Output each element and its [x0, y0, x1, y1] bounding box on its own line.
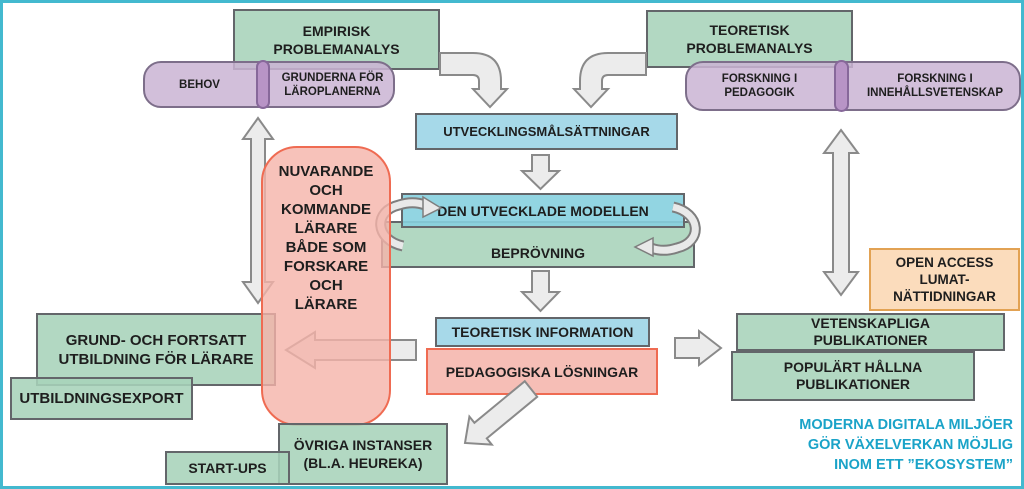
- utbildningsexport-box: UTBILDNINGSEXPORT: [10, 377, 193, 420]
- utvecklade-modellen-label: DEN UTVECKLADE MODELLEN: [437, 202, 649, 219]
- utbildningsexport-label: UTBILDNINGSEXPORT: [19, 390, 184, 407]
- open-access-label: OPEN ACCESS LUMAT- NÄTTIDNINGAR: [893, 255, 996, 304]
- forskning-pill: [685, 61, 1021, 111]
- empirisk-problemanalys-box: EMPIRISK PROBLEMANALYS: [233, 9, 440, 70]
- arrow-teoretisk-to-utvecklingsmal: [571, 52, 647, 109]
- teoretisk-problemanalys-label: TEORETISK PROBLEMANALYS: [686, 22, 813, 56]
- teoretisk-problemanalys-box: TEORETISK PROBLEMANALYS: [646, 10, 853, 68]
- startups-box: START-UPS: [165, 451, 290, 485]
- utvecklade-modellen-box: DEN UTVECKLADE MODELLEN: [401, 193, 685, 228]
- forskning-pedagogik-label: FORSKNING I PEDAGOGIK: [721, 73, 798, 99]
- grundutbildning-label: GRUND- OCH FORTSATT UTBILDNING FÖR LÄRAR…: [58, 331, 254, 368]
- ekosystem-note: MODERNA DIGITALA MILJÖER GÖR VÄXELVERKAN…: [799, 417, 1013, 473]
- pedagogiska-losningar-label: PEDAGOGISKA LÖSNINGAR: [445, 363, 639, 380]
- ovriga-instanser-box: ÖVRIGA INSTANSER (BL.A. HEUREKA): [278, 423, 448, 485]
- populart-hallna-publikationer-box: POPULÄRT HÅLLNA PUBLIKATIONER: [731, 351, 975, 401]
- ovriga-instanser-label: ÖVRIGA INSTANSER (BL.A. HEUREKA): [293, 437, 433, 471]
- arrow-empirisk-to-utvecklingsmal: [439, 52, 510, 109]
- arrow-beprovning-to-teoretisk-info: [519, 270, 562, 313]
- teoretisk-information-label: TEORETISK INFORMATION: [451, 324, 634, 340]
- forskning-divider-capsule: [834, 60, 849, 112]
- empirisk-problemanalys-label: EMPIRISK PROBLEMANALYS: [273, 22, 400, 57]
- behov-label: BEHOV: [179, 78, 220, 91]
- teoretisk-information-box: TEORETISK INFORMATION: [435, 317, 650, 347]
- vetenskapliga-publikationer-box: VETENSKAPLIGA PUBLIKATIONER: [736, 313, 1005, 351]
- utvecklingsmal-box: UTVECKLINGSMÅLSÄTTNINGAR: [415, 113, 678, 150]
- double-arrow-behov-grund: [241, 116, 275, 305]
- pedagogiska-losningar-box: PEDAGOGISKA LÖSNINGAR: [426, 348, 658, 395]
- behov-divider-capsule: [256, 60, 270, 109]
- beprovning-label: BEPRÖVNING: [490, 244, 586, 261]
- startups-label: START-UPS: [188, 460, 267, 476]
- double-arrow-forskning-publikationer: [822, 128, 860, 297]
- behov-label-box: BEHOV: [143, 61, 256, 108]
- arrow-to-publikationer: [674, 328, 723, 368]
- vetenskapliga-publikationer-label: VETENSKAPLIGA PUBLIKATIONER: [810, 315, 930, 348]
- arrow-to-ovriga-instanser: [463, 379, 539, 446]
- open-access-box: OPEN ACCESS LUMAT- NÄTTIDNINGAR: [869, 248, 1020, 311]
- utvecklingsmal-label: UTVECKLINGSMÅLSÄTTNINGAR: [443, 124, 650, 139]
- populart-hallna-publikationer-label: POPULÄRT HÅLLNA PUBLIKATIONER: [783, 359, 923, 392]
- grundutbildning-box: GRUND- OCH FORTSATT UTBILDNING FÖR LÄRAR…: [36, 313, 276, 386]
- nuvarande-larare-box: NUVARANDE OCH KOMMANDE LÄRARE BÅDE SOM F…: [261, 146, 391, 426]
- grunderna-label: GRUNDERNA FÖR LÄROPLANERNA: [281, 71, 384, 98]
- nuvarande-larare-label: NUVARANDE OCH KOMMANDE LÄRARE BÅDE SOM F…: [278, 163, 374, 313]
- forskning-innehall-label: FORSKNING I INNEHÅLLSVETENSKAP: [866, 73, 1004, 99]
- cycle-arrow-right: [633, 201, 701, 258]
- forskning-pedagogik-box: FORSKNING I PEDAGOGIK: [685, 61, 834, 111]
- forskning-innehall-box: FORSKNING I INNEHÅLLSVETENSKAP: [849, 61, 1021, 111]
- arrow-utvecklingsmal-to-modellen: [519, 154, 562, 191]
- grunderna-label-box: GRUNDERNA FÖR LÄROPLANERNA: [270, 61, 395, 108]
